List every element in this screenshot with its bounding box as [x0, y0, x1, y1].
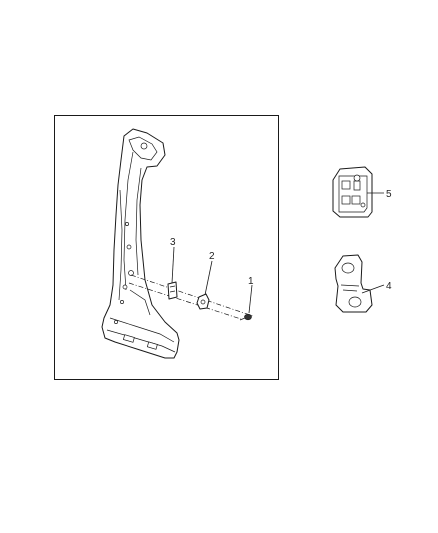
callout-3: 3 [170, 237, 176, 248]
leader-line-2 [204, 260, 213, 296]
callout-1: 1 [248, 276, 254, 287]
callout-4: 4 [386, 281, 392, 292]
reinforcement-part-4 [334, 254, 373, 313]
b-pillar-panel [101, 128, 180, 359]
leader-line-1 [248, 284, 253, 314]
callout-5: 5 [386, 189, 392, 200]
retainer-part-2 [196, 293, 210, 310]
clip-part-3 [167, 281, 178, 300]
screw-part-1 [239, 313, 252, 321]
install-line-upper [130, 274, 254, 317]
bracket-part-5 [332, 166, 373, 218]
callout-2: 2 [209, 251, 215, 262]
leader-line-3 [171, 246, 175, 284]
assembly-frame [54, 115, 279, 380]
leader-line-4 [361, 284, 385, 294]
